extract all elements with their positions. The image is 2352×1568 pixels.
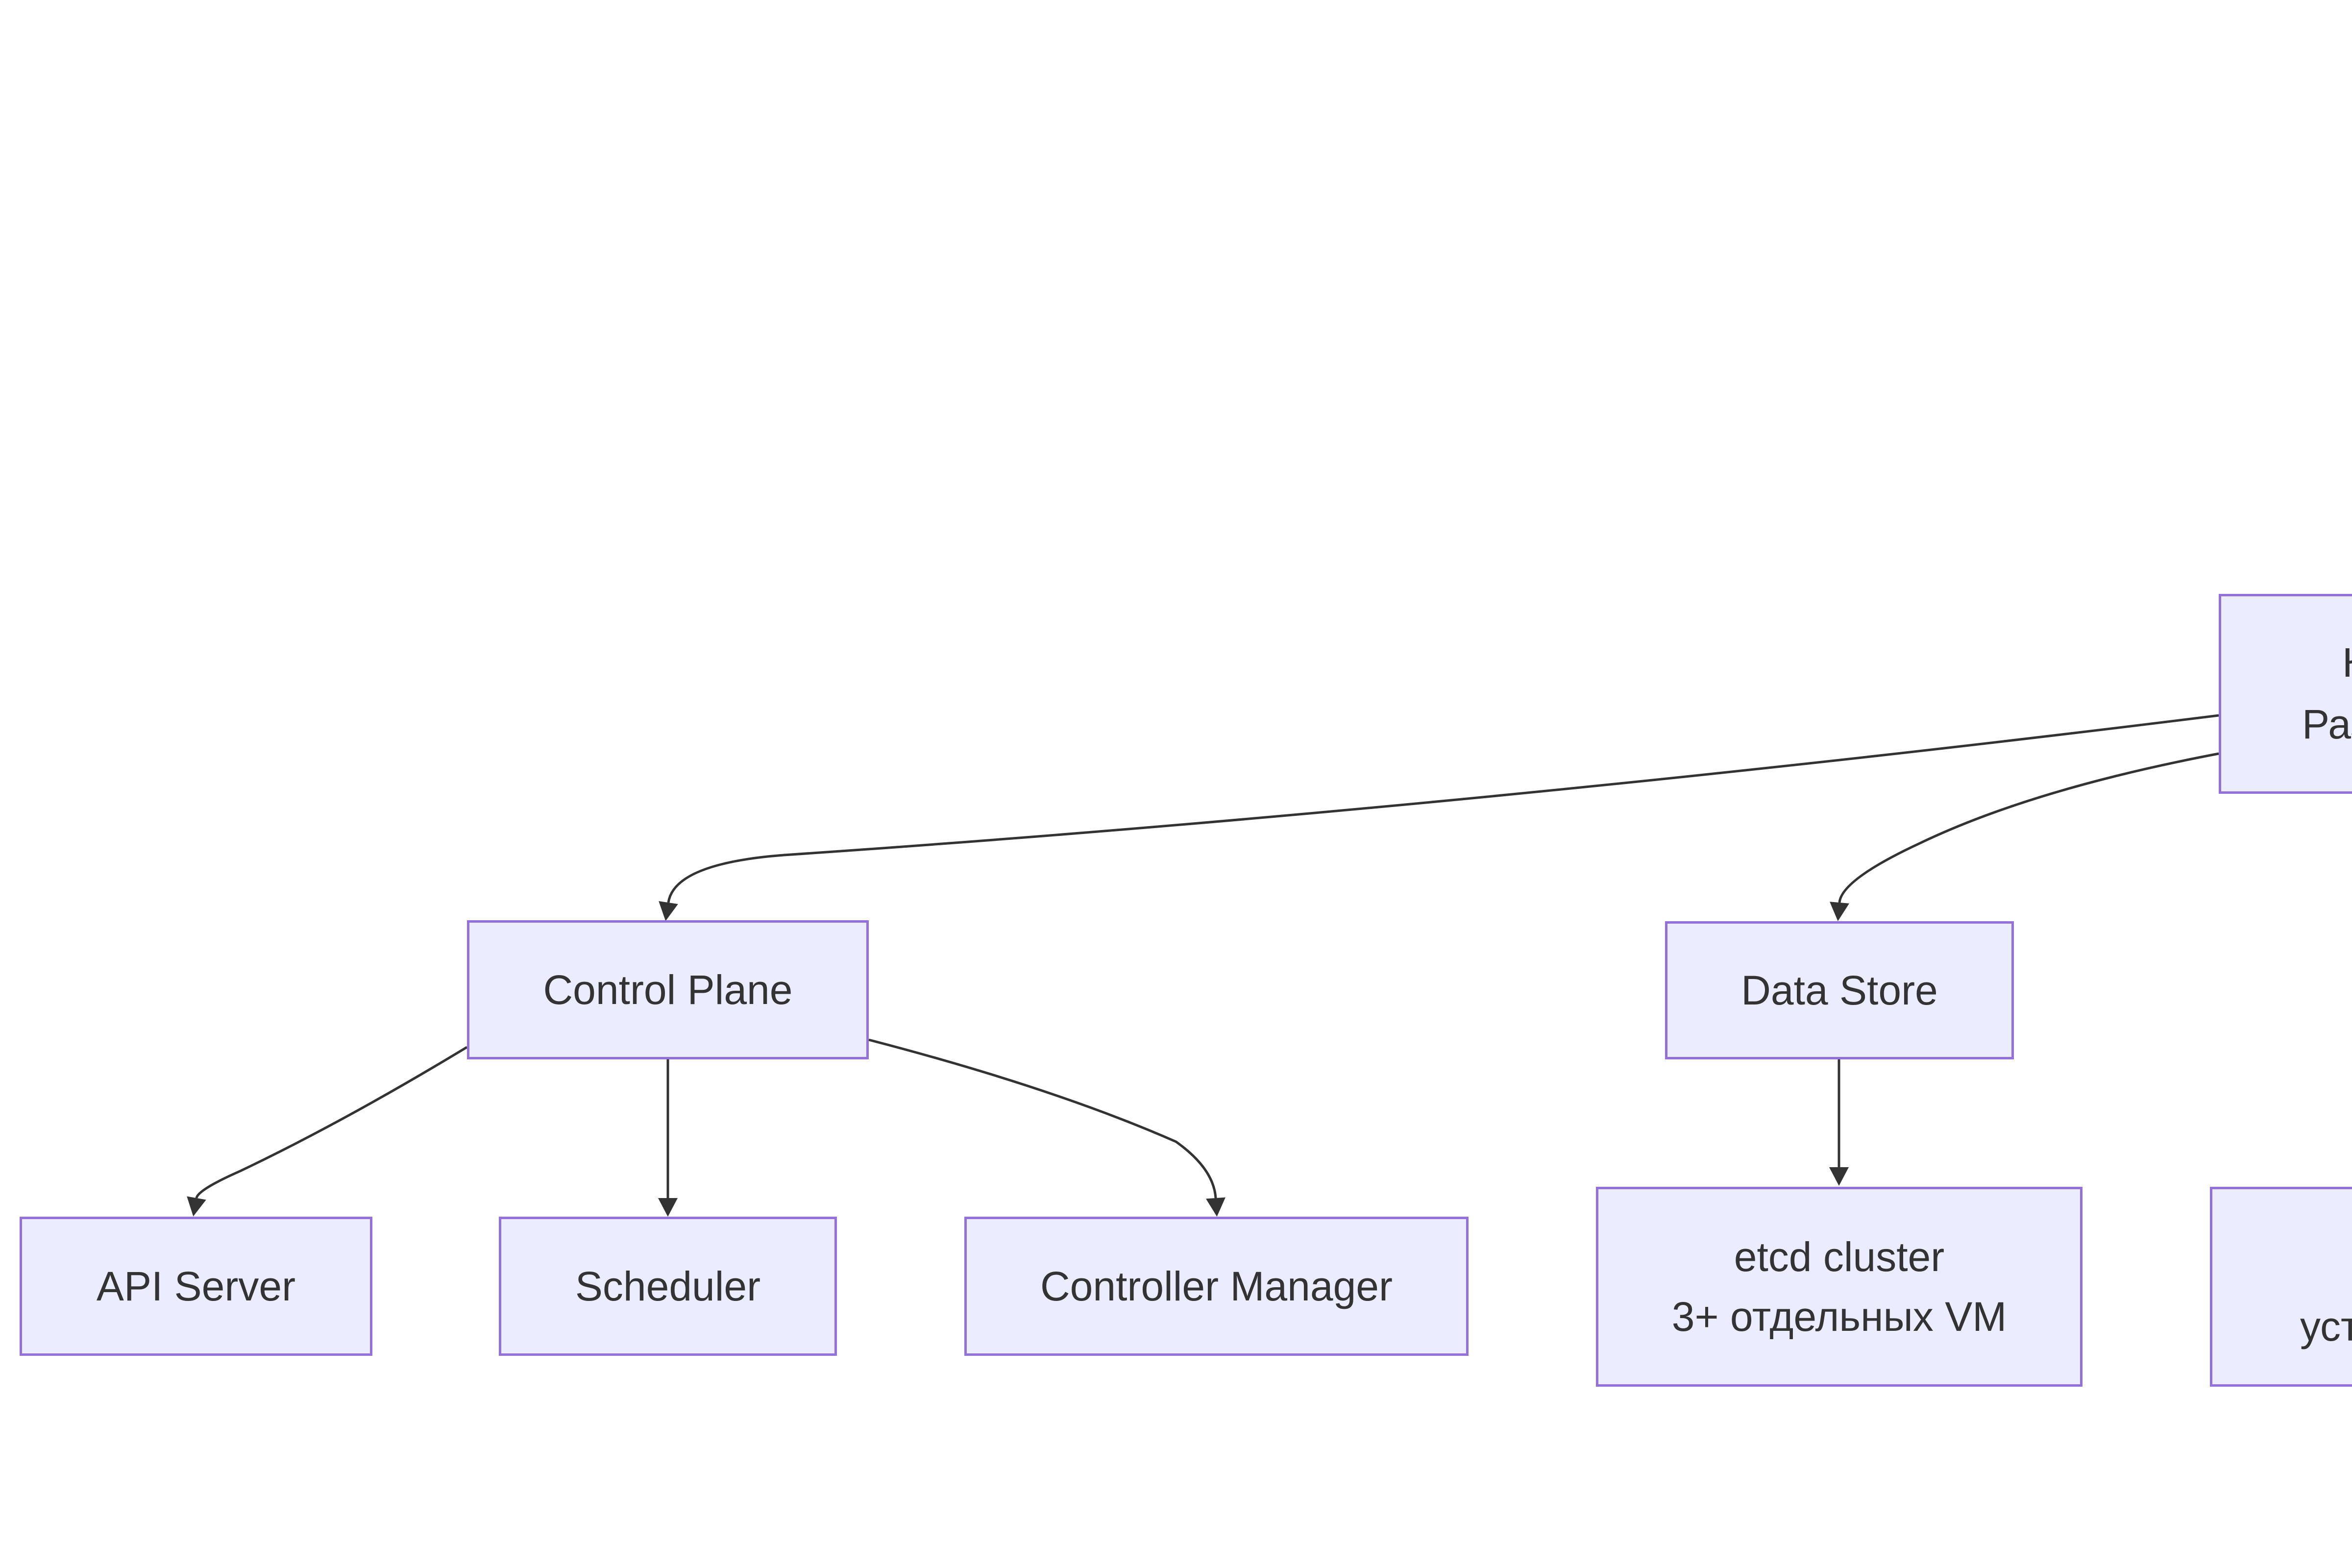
node-etcd-cluster-label-line1: etcd cluster — [1734, 1234, 1945, 1280]
node-api-server-label: API Server — [96, 1263, 296, 1309]
node-controller-manager: Controller Manager — [964, 1217, 1469, 1356]
node-root-label-line2: Раз — [2302, 701, 2352, 747]
node-etcd-cluster: etcd cluster 3+ отдельных VM — [1596, 1187, 2082, 1387]
node-control-plane-label: Control Plane — [543, 967, 793, 1013]
node-control-plane: Control Plane — [467, 920, 869, 1059]
node-root: К Раз — [2219, 594, 2352, 794]
node-install: уста — [2210, 1187, 2352, 1387]
edge-control-plane-api-server — [187, 1046, 468, 1217]
node-root-label-line1: К — [2342, 633, 2352, 692]
node-scheduler-label: Scheduler — [575, 1263, 761, 1309]
node-install-label: уста — [2300, 1303, 2352, 1349]
edge-root-data-store — [1830, 752, 2219, 921]
node-controller-manager-label: Controller Manager — [1040, 1263, 1393, 1309]
node-scheduler: Scheduler — [499, 1217, 837, 1356]
edge-root-control-plane — [659, 714, 2219, 921]
node-etcd-cluster-label-line2: 3+ отдельных VM — [1671, 1294, 2007, 1340]
node-data-store: Data Store — [1665, 921, 2014, 1059]
node-api-server: API Server — [20, 1217, 372, 1356]
node-data-store-label: Data Store — [1741, 967, 1938, 1013]
edge-control-plane-controller-manager — [868, 1038, 1225, 1217]
